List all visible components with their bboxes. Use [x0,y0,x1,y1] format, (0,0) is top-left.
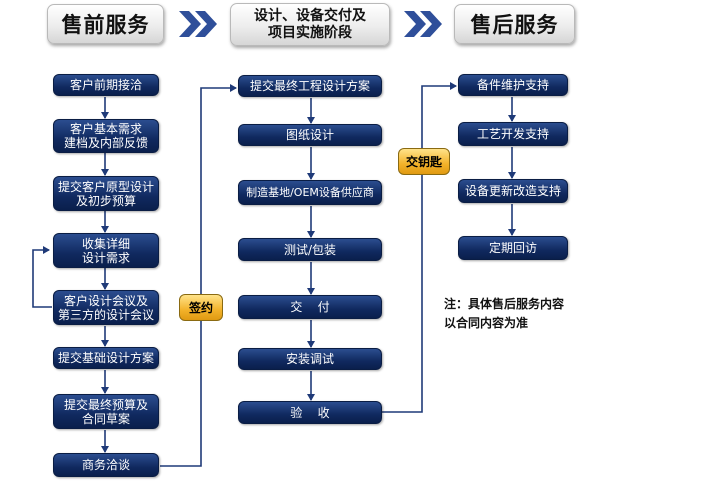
header-delivery: 设计、设备交付及 项目实施阶段 [230,3,390,46]
step-process-support: 工艺开发支持 [458,122,568,146]
step-design-meeting: 客户设计会议及 第三方的设计会议 [53,290,159,325]
step-collect-requirements: 收集详细 设计需求 [53,233,159,268]
chevron-right-icon [179,11,217,37]
step-spare-parts-support: 备件维护支持 [458,74,568,96]
step-business-negotiation: 商务洽谈 [53,453,159,477]
step-manufacturing: 制造基地/OEM设备供应商 [238,180,382,205]
chevron-right-icon [404,11,442,37]
step-drawing-design: 图纸设计 [238,124,382,146]
step-testing-packing: 测试/包装 [238,238,382,261]
step-prototype-design: 提交客户原型设计 及初步预算 [53,176,159,211]
step-acceptance: 验 收 [238,401,382,424]
milestone-handover: 交钥匙 [398,148,450,175]
step-requirements-filing: 客户基本需求 建档及内部反馈 [53,119,159,153]
step-equipment-upgrade: 设备更新改造支持 [458,179,568,203]
aftersale-note: 注：具体售后服务内容 以合同内容为准 [444,297,565,330]
milestone-sign: 签约 [179,294,223,321]
step-installation: 安装调试 [238,348,382,370]
step-final-engineering-design: 提交最终工程设计方案 [238,75,382,97]
header-presale: 售前服务 [47,4,164,44]
step-final-budget: 提交最终预算及 合同草案 [53,394,159,429]
step-delivery: 交 付 [238,295,382,319]
step-regular-visit: 定期回访 [458,236,568,260]
step-customer-contact: 客户前期接洽 [53,74,159,96]
header-aftersale: 售后服务 [454,4,575,44]
step-basic-design: 提交基础设计方案 [53,347,159,369]
